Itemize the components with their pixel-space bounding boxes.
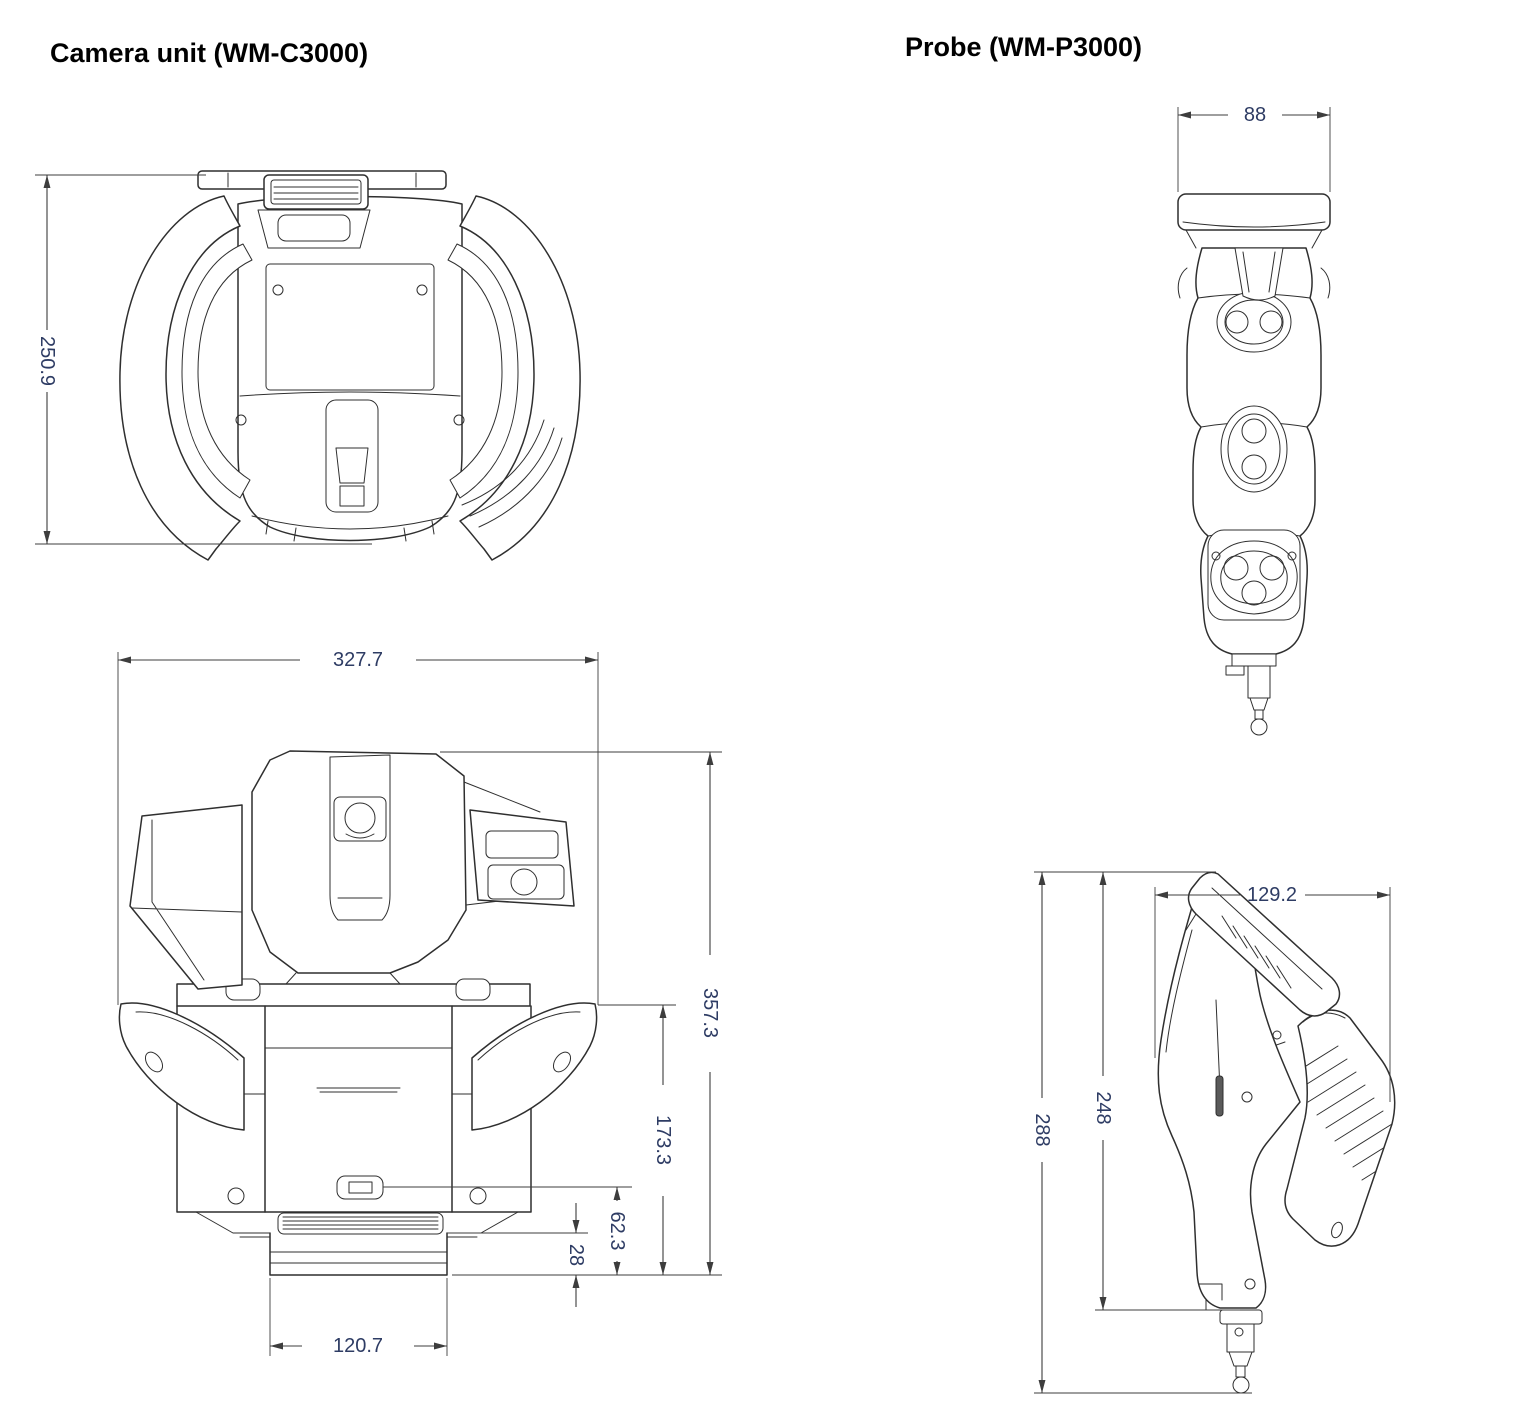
probe-front-view: 88 — [1177, 104, 1331, 736]
camera-handle-right — [447, 195, 581, 561]
camera-front-slot — [336, 1175, 384, 1200]
camera-unit-title: Camera unit (WM-C3000) — [50, 38, 369, 68]
probe-side-view: 129.2 288 248 — [1031, 871, 1396, 1394]
probe-title: Probe (WM-P3000) — [905, 32, 1143, 62]
dim-label-288: 288 — [1031, 1113, 1053, 1146]
probe-side-top-plate — [1185, 871, 1341, 1017]
camera-front-lens-housing — [333, 796, 387, 842]
camera-front-vent-grille — [277, 1212, 444, 1235]
probe-side-handle — [1157, 879, 1301, 1311]
camera-front-view: 327.7 357.3 173.3 62.3 — [117, 649, 722, 1357]
dim-camera-base-width: 120.7 — [269, 1278, 448, 1357]
probe-side-stylus-ball — [1232, 1376, 1250, 1394]
camera-front-left-panel — [129, 804, 243, 990]
dim-camera-depth: 250.9 — [35, 174, 372, 545]
camera-front-head — [251, 750, 541, 985]
camera-front-wing-left — [118, 1002, 245, 1131]
dim-label-62-3: 62.3 — [606, 1212, 628, 1251]
probe-side-grip — [1284, 1009, 1396, 1247]
probe-front-stylus — [1225, 653, 1277, 736]
dim-label-173-3: 173.3 — [652, 1115, 674, 1165]
probe-side-trigger-slot — [1215, 1075, 1224, 1117]
dim-label-248: 248 — [1092, 1091, 1114, 1124]
probe-front-lower-markers — [1207, 529, 1301, 621]
camera-top-center-slot — [325, 399, 379, 513]
camera-handle-left — [119, 195, 253, 561]
probe-side-stylus — [1219, 1309, 1263, 1394]
dim-label-120-7: 120.7 — [333, 1335, 383, 1357]
camera-front-wing-right — [471, 1002, 598, 1131]
camera-top-connector — [197, 170, 447, 249]
dim-camera-lower-height: 62.3 — [383, 1186, 632, 1275]
probe-front-top-plate — [1177, 193, 1331, 301]
probe-front-stylus-ball — [1250, 718, 1268, 736]
camera-front-right-panel — [469, 809, 575, 907]
dim-probe-body-height: 248 — [1092, 872, 1240, 1311]
dim-camera-width: 327.7 — [117, 649, 599, 1005]
dim-label-327-7: 327.7 — [333, 649, 383, 671]
camera-front-base-mount — [239, 1232, 478, 1276]
dim-probe-depth: 129.2 — [1154, 884, 1391, 1102]
camera-top-plate-panel — [265, 263, 435, 391]
dim-label-28: 28 — [565, 1244, 587, 1266]
camera-front-lens — [344, 802, 376, 834]
dim-label-88: 88 — [1244, 104, 1266, 126]
dim-camera-total-height: 357.3 — [440, 751, 722, 1276]
dim-label-250-9: 250.9 — [36, 336, 58, 386]
dim-probe-width: 88 — [1177, 104, 1331, 192]
camera-top-view: 250.9 — [35, 170, 581, 561]
dim-label-357-3: 357.3 — [699, 988, 721, 1038]
probe-front-upper-markers — [1216, 291, 1292, 353]
dim-probe-total-height: 288 — [1031, 871, 1252, 1394]
dim-label-129-2: 129.2 — [1247, 884, 1297, 906]
camera-front-lower-body — [176, 978, 532, 1276]
probe-front-middle-markers — [1220, 405, 1288, 493]
dim-camera-base-height: 28 — [447, 1203, 588, 1307]
dim-camera-mid-height: 173.3 — [598, 1004, 676, 1275]
